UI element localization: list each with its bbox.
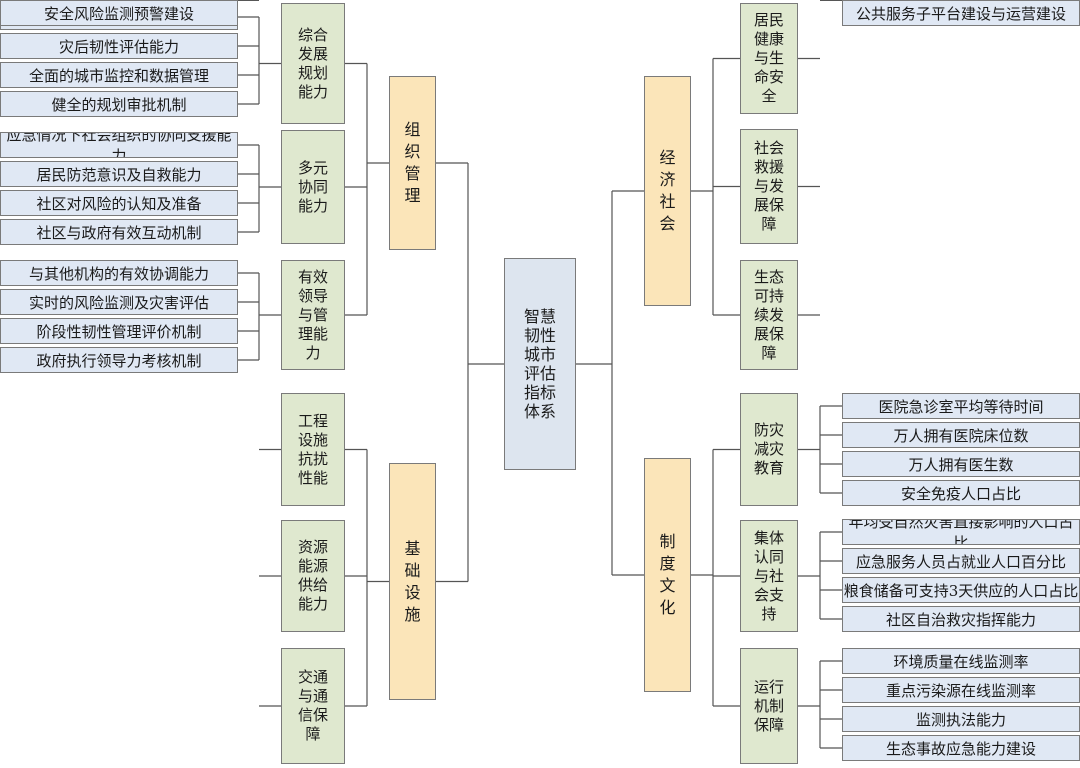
- left-indicator: 灾后韧性评估能力: [0, 33, 238, 59]
- right-indicator: 粮食储备可支持3天供应的人口占比: [842, 577, 1080, 603]
- right-indicator-label: 医院急诊室平均等待时间: [878, 397, 1044, 416]
- left-category-0: 组 织 管 理: [389, 76, 436, 250]
- right-indicator-label: 公共服务子平台建设与运营建设: [855, 4, 1066, 23]
- left-indicator-label: 健全的规划审批机制: [51, 95, 187, 114]
- left-subcategory-3-label: 工程 设施 抗扰 性能: [297, 411, 328, 487]
- left-indicator-label: 全面的城市监控和数据管理: [28, 66, 209, 85]
- left-subcategory-5: 交通 与通 信保 障: [281, 648, 345, 764]
- left-subcategory-0-label: 综合 发展 规划 能力: [297, 25, 328, 101]
- left-indicator-label: 社区与政府有效互动机制: [36, 223, 202, 242]
- root-node-label: 智慧 韧性 城市 评估 指标 体系: [523, 307, 556, 421]
- right-indicator-label: 万人拥有医院床位数: [893, 426, 1029, 445]
- right-category-1: 制 度 文 化: [644, 458, 691, 692]
- left-indicator: 社区对风险的认知及准备: [0, 190, 238, 216]
- right-indicator: 医院急诊室平均等待时间: [842, 393, 1080, 419]
- right-indicator: 社区自治救灾指挥能力: [842, 606, 1080, 632]
- right-indicator-label: 社区自治救灾指挥能力: [885, 610, 1036, 629]
- left-subcategory-2-label: 有效 领导 与管 理能 力: [297, 267, 328, 362]
- right-indicator: 应急服务人员占就业人口百分比: [842, 548, 1080, 574]
- right-subcategory-5: 运行 机制 保障: [740, 648, 798, 764]
- root-node: 智慧 韧性 城市 评估 指标 体系: [504, 258, 576, 470]
- left-indicator-label: 政府执行领导力考核机制: [36, 351, 202, 370]
- left-indicator-label: 安全风险监测预警建设: [43, 4, 194, 23]
- right-indicator-label: 安全免疫人口占比: [900, 484, 1021, 503]
- right-subcategory-0: 居民 健康 与生 命安 全: [740, 3, 798, 114]
- left-subcategory-4-label: 资源 能源 供给 能力: [297, 538, 328, 613]
- right-subcategory-2: 生态 可持 续发 展保 障: [740, 260, 798, 370]
- right-indicator: 万人拥有医院床位数: [842, 422, 1080, 448]
- left-subcategory-1: 多元 协同 能力: [281, 130, 345, 244]
- left-category-1-label: 基 础 设 施: [404, 538, 421, 624]
- left-indicator: 社区与政府有效互动机制: [0, 219, 238, 245]
- right-subcategory-5-label: 运行 机制 保障: [753, 677, 784, 734]
- left-indicator: 政府执行领导力考核机制: [0, 347, 238, 373]
- right-subcategory-2-label: 生态 可持 续发 展保 障: [753, 267, 784, 362]
- right-indicator-label: 生态事故应急能力建设: [885, 739, 1036, 758]
- right-indicator: 公共服务子平台建设与运营建设: [842, 0, 1080, 26]
- right-indicator: 万人拥有医生数: [842, 451, 1080, 477]
- right-indicator-label: 环境质量在线监测率: [893, 652, 1029, 671]
- right-subcategory-0-label: 居民 健康 与生 命安 全: [753, 11, 784, 105]
- left-indicator: 居民防范意识及自救能力: [0, 161, 238, 187]
- right-indicator-label: 万人拥有医生数: [908, 455, 1014, 474]
- right-indicator-label: 年均受自然灾害直接影响的人口占比: [848, 519, 1074, 545]
- right-subcategory-3-label: 防灾 减灾 教育: [753, 421, 784, 477]
- left-subcategory-5-label: 交通 与通 信保 障: [297, 668, 328, 743]
- left-indicator: 健全的规划审批机制: [0, 91, 238, 117]
- right-indicator: 环境质量在线监测率: [842, 648, 1080, 674]
- left-indicator-label: 实时的风险监测及灾害评估: [28, 293, 209, 312]
- right-indicator: 监测执法能力: [842, 706, 1080, 732]
- left-indicator-label: 与其他机构的有效协调能力: [28, 264, 209, 283]
- left-indicator: 与其他机构的有效协调能力: [0, 260, 238, 286]
- left-indicator: 安全风险监测预警建设: [0, 0, 238, 26]
- right-indicator: 安全免疫人口占比: [842, 480, 1080, 506]
- left-indicator: 阶段性韧性管理评价机制: [0, 318, 238, 344]
- right-indicator: 生态事故应急能力建设: [842, 735, 1080, 761]
- left-subcategory-1-label: 多元 协同 能力: [297, 158, 328, 215]
- left-indicator: 全面的城市监控和数据管理: [0, 62, 238, 88]
- left-indicator-label: 灾后韧性评估能力: [58, 37, 179, 56]
- left-indicator-label: 居民防范意识及自救能力: [36, 165, 202, 184]
- left-subcategory-2: 有效 领导 与管 理能 力: [281, 260, 345, 370]
- right-indicator: 重点污染源在线监测率: [842, 677, 1080, 703]
- left-indicator-label: 应急情况下社会组织的协同支援能力: [6, 132, 232, 158]
- right-category-0: 经 济 社 会: [644, 76, 691, 306]
- left-subcategory-3: 工程 设施 抗扰 性能: [281, 393, 345, 506]
- right-subcategory-1: 社会 救援 与发 展保 障: [740, 129, 798, 244]
- right-subcategory-3: 防灾 减灾 教育: [740, 393, 798, 506]
- left-indicator-label: 社区对风险的认知及准备: [36, 194, 202, 213]
- left-subcategory-4: 资源 能源 供给 能力: [281, 520, 345, 632]
- right-category-0-label: 经 济 社 会: [659, 148, 676, 233]
- left-indicator: 应急情况下社会组织的协同支援能力: [0, 132, 238, 158]
- right-subcategory-4: 集体 认同 与社 会支 持: [740, 520, 798, 632]
- right-subcategory-1-label: 社会 救援 与发 展保 障: [753, 139, 784, 233]
- right-subcategory-4-label: 集体 认同 与社 会支 持: [753, 528, 784, 623]
- left-category-0-label: 组 织 管 理: [404, 120, 421, 205]
- left-indicator-label: 阶段性韧性管理评价机制: [36, 322, 202, 341]
- left-subcategory-0: 综合 发展 规划 能力: [281, 3, 345, 124]
- right-indicator-label: 应急服务人员占就业人口百分比: [855, 552, 1066, 571]
- right-indicator: 年均受自然灾害直接影响的人口占比: [842, 519, 1080, 545]
- right-indicator-label: 重点污染源在线监测率: [885, 681, 1036, 700]
- left-category-1: 基 础 设 施: [389, 463, 436, 700]
- right-indicator-label: 监测执法能力: [915, 710, 1006, 729]
- right-indicator-label: 粮食储备可支持3天供应的人口占比: [843, 581, 1079, 600]
- left-indicator: 实时的风险监测及灾害评估: [0, 289, 238, 315]
- right-category-1-label: 制 度 文 化: [659, 532, 676, 617]
